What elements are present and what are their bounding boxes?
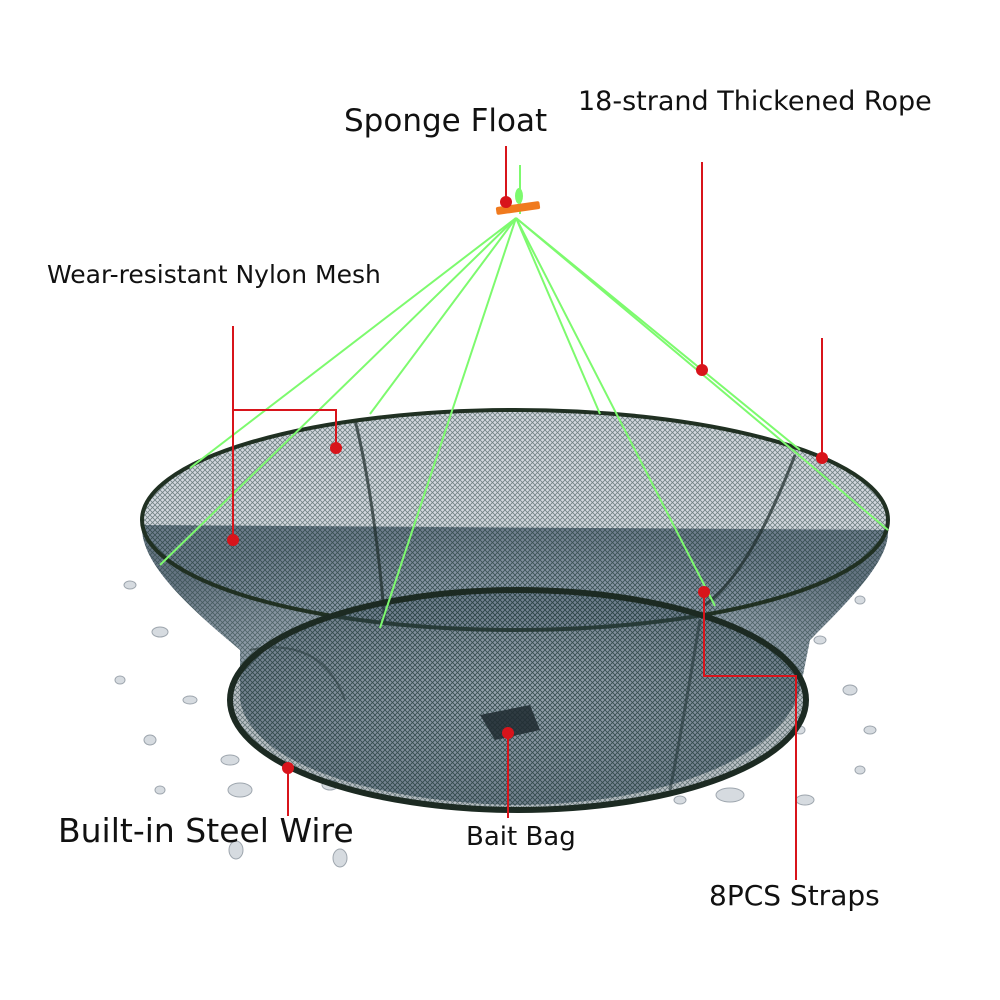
rope-label: 18-strand Thickened Rope (578, 86, 932, 117)
bait-bag-icon (480, 705, 540, 740)
callout-lines (232, 146, 823, 880)
steel-wire-label: Built-in Steel Wire (58, 811, 354, 850)
sponge-float-label: Sponge Float (344, 103, 548, 139)
bait-bag-label: Bait Bag (466, 822, 576, 852)
callout-dots (227, 196, 828, 774)
straps-label: 8PCS Straps (709, 879, 880, 912)
bottom-steel-ring (227, 587, 809, 813)
sponge-float-icon (495, 188, 541, 215)
nylon-mesh-label: Wear-resistant Nylon Mesh (47, 260, 381, 289)
